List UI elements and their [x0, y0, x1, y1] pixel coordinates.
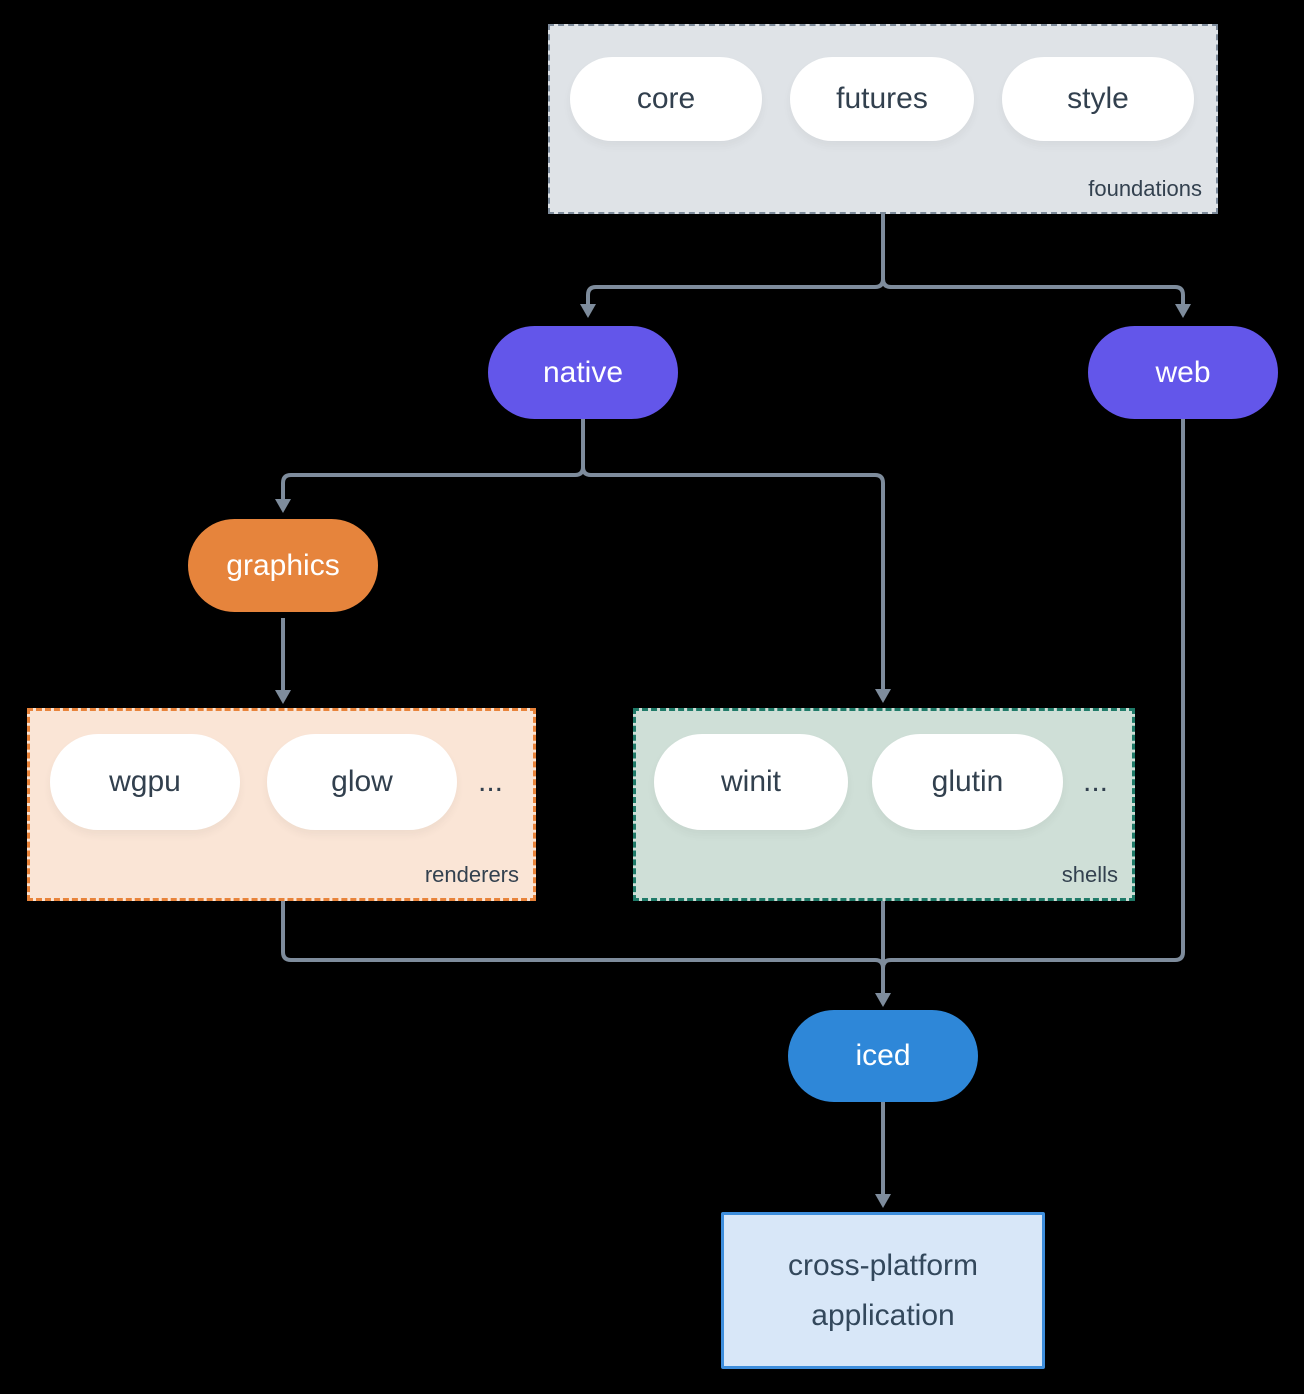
- arrowhead-native: [580, 304, 596, 318]
- renderers-ellipsis: ...: [478, 765, 504, 798]
- group-foundations: core futures style foundations: [548, 24, 1218, 214]
- foundations-label: foundations: [1088, 176, 1202, 201]
- shells-label: shells: [1061, 862, 1118, 887]
- arrowhead-shells: [875, 689, 891, 703]
- arrowhead-application: [875, 1194, 891, 1208]
- node-web: web: [1088, 326, 1278, 419]
- arrowhead-iced: [875, 993, 891, 1007]
- renderers-label: renderers: [424, 862, 519, 887]
- arrowhead-web: [1175, 304, 1191, 318]
- pill-core: core: [570, 57, 762, 141]
- node-iced: iced: [788, 1010, 978, 1102]
- edge-renderers-iced: [281, 901, 885, 969]
- application-label-line2: application: [811, 1298, 955, 1332]
- shells-ellipsis: ...: [1083, 765, 1109, 798]
- application-label-line1: cross-platform: [787, 1248, 979, 1282]
- edge-native-shells: [581, 419, 885, 689]
- pill-glow: glow: [267, 734, 457, 830]
- edge-foundations-native: [586, 214, 885, 304]
- pill-winit: winit: [654, 734, 848, 830]
- pill-futures: futures: [790, 57, 974, 141]
- arrowhead-renderers: [275, 690, 291, 704]
- node-graphics: graphics: [188, 519, 378, 612]
- node-native: native: [488, 326, 678, 419]
- group-renderers: wgpu glow ... renderers: [27, 708, 536, 901]
- edge-foundations-web: [881, 214, 1185, 304]
- pill-wgpu: wgpu: [50, 734, 240, 830]
- arrowhead-graphics: [275, 499, 291, 513]
- node-application: cross-platform application: [721, 1212, 1045, 1369]
- pill-glutin: glutin: [872, 734, 1063, 830]
- edge-native-graphics: [281, 419, 585, 499]
- pill-style: style: [1002, 57, 1194, 141]
- group-shells: winit glutin ... shells: [633, 708, 1135, 901]
